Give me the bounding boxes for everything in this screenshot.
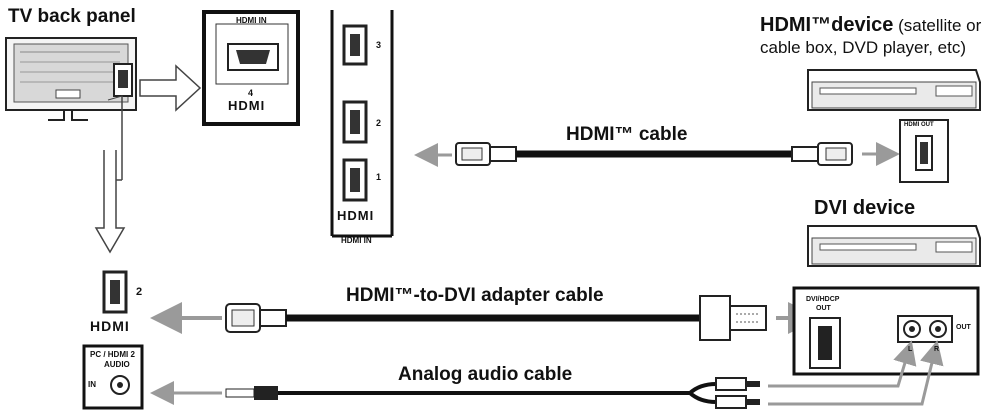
- hdmi-device-box: [807, 69, 981, 111]
- hdmi-device-name: HDMI™device: [760, 14, 894, 36]
- dvi-label-1: DVI/HDCP: [806, 296, 840, 303]
- audio-in-label: IN: [88, 380, 96, 389]
- strip-hdmi-logo: HDMI: [337, 208, 375, 223]
- lower-port-number: 2: [136, 286, 143, 298]
- hdmi-cable-label: HDMI™ cable: [566, 124, 688, 145]
- audio-label-2: AUDIO: [104, 360, 130, 369]
- tv-back-panel: [5, 37, 137, 121]
- hdmi-device-sub1: (satellite or: [893, 16, 982, 35]
- hdmi-device-title: HDMI™device (satellite or: [760, 14, 981, 37]
- audio-out-label: OUT: [956, 324, 971, 331]
- strip-port-1: 1: [376, 172, 382, 182]
- audio-label-1: PC / HDMI 2: [90, 350, 135, 359]
- tv-back-panel-title: TV back panel: [8, 6, 136, 27]
- down-arrow: [94, 95, 126, 254]
- lower-hdmi-logo: HDMI: [90, 318, 130, 334]
- strip-hdmi-in: HDMI IN: [341, 236, 372, 245]
- lower-hdmi-port: [102, 270, 128, 314]
- adapter-cable-label: HDMI™-to-DVI adapter cable: [346, 285, 604, 306]
- audio-cable-label: Analog audio cable: [398, 364, 573, 385]
- right-channel-label: R: [934, 346, 940, 353]
- audio-cable: [150, 340, 944, 409]
- dvi-device-box: [807, 225, 981, 267]
- zoom-box: [202, 10, 300, 126]
- lower-audio-port: [82, 344, 144, 410]
- hdmi-device-port: [899, 119, 949, 183]
- dvi-panel: [792, 286, 980, 376]
- zoom-box-hdmi-in: HDMI IN: [236, 16, 267, 25]
- hdmi-cable: [414, 142, 900, 167]
- hdmi-out-label: HDMI OUT: [904, 122, 934, 128]
- dvi-label-2: OUT: [816, 305, 831, 312]
- zoom-box-hdmi-logo: HDMI: [228, 98, 266, 113]
- hdmi-port-strip: [330, 10, 394, 238]
- strip-port-3: 3: [376, 40, 382, 50]
- left-channel-label: L: [908, 346, 913, 353]
- dvi-device-title: DVI device: [814, 197, 916, 219]
- zoom-box-number: 4: [248, 88, 254, 98]
- strip-port-2: 2: [376, 118, 382, 128]
- zoom-arrow: [139, 64, 202, 112]
- hdmi-device-sub2: cable box, DVD player, etc): [760, 38, 966, 57]
